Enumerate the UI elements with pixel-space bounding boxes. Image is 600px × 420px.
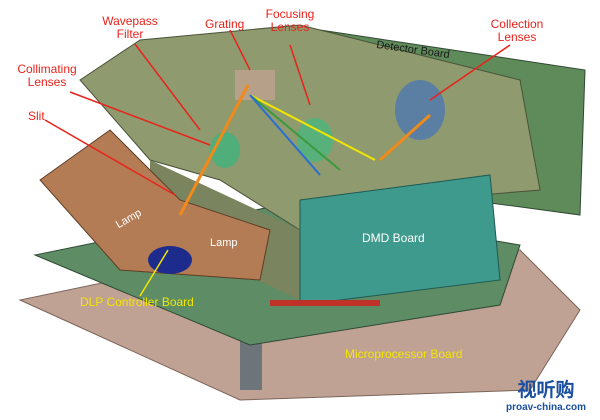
label-microprocessor-board: Microprocessor Board bbox=[345, 347, 463, 361]
lamp-bulb bbox=[148, 246, 192, 274]
label-slit: Slit bbox=[28, 109, 45, 123]
red-trace bbox=[270, 300, 380, 306]
label-dlp-controller-board: DLP Controller Board bbox=[80, 295, 194, 309]
watermark-url: proav-china.com bbox=[505, 402, 587, 413]
label-grating: Grating bbox=[205, 17, 245, 31]
label-collimating-lenses: Collimating Lenses bbox=[17, 62, 77, 89]
label-lamp-right: Lamp bbox=[210, 237, 238, 249]
dmd-board bbox=[299, 174, 501, 306]
standoff bbox=[240, 340, 262, 390]
light-path bbox=[249, 94, 321, 176]
focusing-lens bbox=[297, 118, 333, 162]
label-focusing-lenses: Focusing Lenses bbox=[265, 7, 315, 34]
light-path bbox=[178, 84, 250, 216]
light-path bbox=[378, 113, 432, 162]
label-collection-lenses: Collection Lenses bbox=[490, 17, 544, 44]
label-dmd-board: DMD Board bbox=[362, 231, 425, 245]
light-path bbox=[249, 94, 341, 171]
collection-lens bbox=[395, 80, 445, 140]
light-path bbox=[249, 94, 376, 161]
lamp-holder bbox=[39, 129, 271, 281]
watermark-logo: 视听购 proav-china.com bbox=[494, 375, 598, 413]
watermark-name: 视听购 bbox=[517, 380, 575, 401]
label-wavepass-filter: Wavepass Filter bbox=[102, 14, 158, 41]
